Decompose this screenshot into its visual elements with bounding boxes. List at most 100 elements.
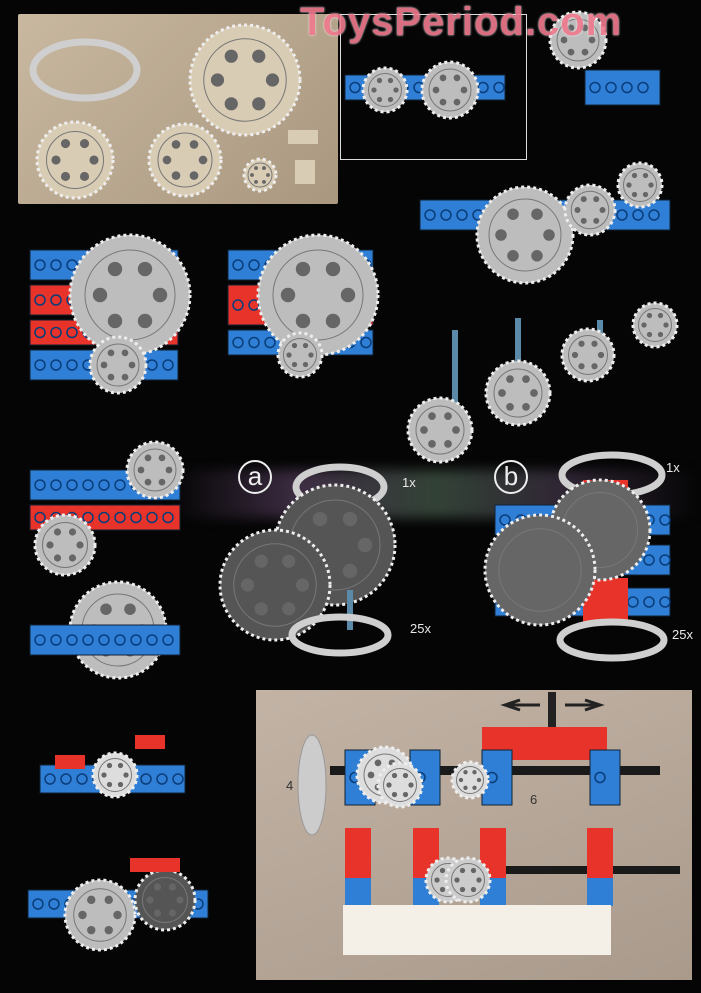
gear — [88, 335, 148, 395]
handwheel — [297, 734, 327, 836]
callout-4: 4 — [286, 778, 294, 793]
brick-hole — [66, 259, 78, 271]
brick-hole — [66, 326, 78, 339]
gear-hole — [123, 772, 129, 778]
gear — [563, 183, 617, 237]
diagram-b-top-ratio: 1x — [666, 460, 680, 475]
brick-hole — [643, 596, 655, 608]
gear-hole — [476, 877, 482, 883]
gear-hole — [152, 287, 168, 303]
step-frame — [340, 14, 527, 160]
gear-hole — [591, 363, 598, 370]
gear-hole — [439, 867, 446, 874]
gear-hole — [591, 340, 598, 347]
gear-ring — [638, 308, 672, 342]
gear-hole — [224, 97, 238, 111]
brick-hole — [232, 299, 244, 311]
brick-hole — [50, 259, 62, 271]
gear-hole — [606, 545, 619, 558]
axle — [347, 590, 353, 630]
gear-hole — [505, 563, 520, 577]
gear — [631, 301, 679, 349]
gear-ring — [570, 190, 610, 230]
brick-hole — [98, 634, 110, 646]
gear-hole — [240, 578, 255, 592]
gear-hole — [631, 191, 638, 198]
gear-hole — [588, 36, 596, 44]
gear-hole — [519, 587, 533, 601]
brick-hole — [130, 634, 142, 646]
gear-hole — [452, 426, 460, 434]
gear-hole — [53, 528, 62, 536]
gear-hole — [280, 287, 296, 303]
red-plate — [55, 755, 85, 769]
gear-hole — [453, 74, 461, 82]
gear-hole — [472, 770, 477, 775]
brick-hole — [98, 479, 110, 491]
gear-hole — [168, 909, 177, 917]
gear-hole — [506, 403, 514, 411]
blue-brick — [345, 878, 371, 906]
gear-hole — [599, 207, 606, 213]
gear-hole — [519, 539, 533, 553]
gear — [91, 751, 139, 799]
brick-hole — [264, 336, 276, 349]
connector-peg — [288, 130, 318, 144]
gear-hole — [454, 877, 460, 883]
gear-hole — [543, 229, 555, 241]
gear-hole — [580, 196, 587, 203]
gear-ring — [456, 766, 484, 794]
gear-hole — [530, 389, 538, 397]
gear-hole — [252, 97, 266, 111]
gear-hole — [60, 138, 71, 149]
brick-hole — [360, 336, 372, 349]
gear-hole — [137, 466, 145, 474]
gear-hole — [646, 331, 653, 338]
brick-hole — [34, 294, 46, 306]
gear — [450, 760, 490, 800]
gear-hole — [376, 96, 383, 103]
gear-hole — [391, 791, 398, 798]
brick-hole — [589, 81, 601, 94]
gear-hole — [470, 886, 477, 893]
brick-hole — [248, 259, 260, 271]
gear-hole — [146, 896, 154, 904]
gear — [483, 513, 597, 627]
gear-hole — [657, 331, 664, 338]
gear-hole — [340, 287, 356, 303]
gear-hole — [391, 772, 398, 779]
pulley-wheel — [556, 618, 668, 662]
brick-hole — [146, 634, 158, 646]
gear — [444, 856, 492, 904]
gear-ring — [428, 68, 472, 112]
gear-hole — [104, 895, 113, 905]
gear-hole — [387, 77, 394, 84]
gear-ring — [623, 168, 657, 202]
gear-hole — [402, 772, 409, 779]
gear-hole — [472, 785, 477, 790]
gear-hole — [571, 351, 579, 359]
brick-hole — [50, 479, 62, 491]
gear-hole — [189, 140, 199, 149]
brick-hole — [232, 259, 244, 271]
gear-hole — [137, 261, 153, 277]
gear-hole — [325, 261, 341, 277]
gear-ring — [556, 18, 600, 62]
gear — [35, 120, 115, 200]
brick-hole — [98, 511, 110, 524]
diagram-b-label: b — [494, 460, 528, 494]
gear-hole — [547, 587, 561, 601]
brick-hole — [34, 634, 46, 646]
brick-hole — [499, 514, 511, 526]
brick-hole — [632, 209, 644, 221]
gear-ring — [42, 522, 88, 568]
gear-hole — [165, 466, 173, 474]
white-base — [343, 905, 611, 955]
gear-hole — [560, 563, 575, 577]
gear-hole — [439, 98, 447, 106]
gear-hole — [106, 762, 113, 769]
gear-hole — [376, 77, 383, 84]
gear-hole — [107, 373, 115, 381]
gear-ring — [98, 758, 132, 792]
gear-hole — [144, 478, 152, 486]
